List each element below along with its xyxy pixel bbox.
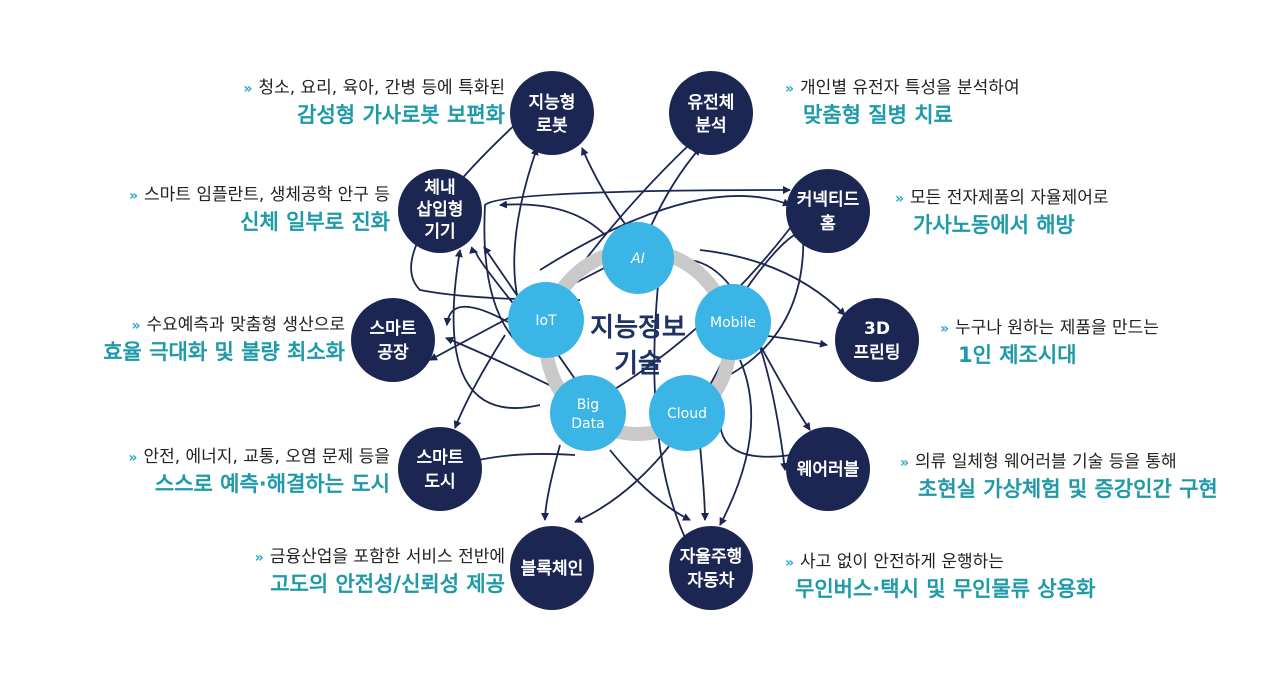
chevron-right-icon: » [895, 191, 905, 207]
chevron-right-icon: » [254, 550, 264, 566]
app-node-city: 스마트 도시 [398, 427, 482, 511]
app-car-line1: 자율주행 [680, 547, 743, 567]
app-city-line2: 도시 [424, 472, 455, 492]
app-node-genome: 유전체 분석 [669, 71, 753, 155]
chevron-right-icon: » [128, 450, 138, 466]
desc-car-main: 무인버스·택시 및 무인물류 상용화 [795, 577, 1096, 601]
desc-car-sub: 사고 없이 안전하게 운행하는 [800, 552, 1004, 572]
chevron-right-icon: » [243, 81, 253, 97]
desc-printing: » 누구나 원하는 제품을 만드는 1인 제조시대 [940, 316, 1159, 369]
desc-blockchain-main: 고도의 안전성/신뢰성 제공 [270, 572, 505, 596]
desc-printing-main: 1인 제조시대 [958, 343, 1077, 367]
app-implant-line2: 삽입형 [417, 199, 464, 220]
desc-factory-sub: 수요예측과 맞춤형 생산으로 [146, 315, 346, 335]
tech-label-bigdata-2: Data [571, 416, 604, 432]
app-node-factory: 스마트 공장 [351, 298, 435, 382]
app-home-line1: 커넥티드 [797, 190, 860, 210]
tech-node-ai: AI [602, 222, 674, 294]
desc-wearable: » 의류 일체형 웨어러블 기술 등을 통해 초현실 가상체험 및 증강인간 구현 [900, 450, 1218, 503]
app-home-line2: 홈 [820, 213, 836, 234]
tech-node-iot: IoT [508, 282, 584, 358]
app-wearable-line1: 웨어러블 [797, 460, 860, 480]
desc-factory-main: 효율 극대화 및 불량 최소화 [103, 340, 345, 364]
center-label-line2: 기술 [614, 349, 662, 379]
desc-genome-main: 맞춤형 질병 치료 [803, 103, 953, 127]
app-node-implant: 체내 삽입형 기기 [398, 169, 482, 253]
desc-wearable-main: 초현실 가상체험 및 증강인간 구현 [918, 477, 1218, 501]
app-city-line1: 스마트 [417, 448, 464, 468]
chevron-right-icon: » [900, 455, 910, 471]
app-node-car: 자율주행 자동차 [669, 526, 753, 610]
app-implant-line1: 체내 [424, 178, 455, 198]
desc-city-sub: 안전, 에너지, 교통, 오염 문제 등을 [143, 447, 390, 467]
app-blockchain-line1: 블록체인 [521, 559, 584, 579]
app-robot-line1: 지능형 [529, 92, 576, 113]
app-printing-line2: 프린팅 [854, 343, 901, 363]
app-node-home: 커넥티드 홈 [786, 169, 870, 253]
desc-implant-main: 신체 일부로 진화 [240, 210, 390, 234]
desc-factory: » 수요예측과 맞춤형 생산으로 효율 극대화 및 불량 최소화 [103, 313, 345, 366]
tech-label-bigdata-1: Big [577, 397, 599, 413]
desc-home-main: 가사노동에서 해방 [913, 213, 1075, 237]
desc-implant-sub: 스마트 임플란트, 생체공학 안구 등 [144, 185, 390, 205]
desc-home: » 모든 전자제품의 자율제어로 가사노동에서 해방 [895, 186, 1109, 239]
tech-label-cloud: Cloud [667, 406, 707, 422]
desc-blockchain: » 금융산업을 포함한 서비스 전반에 고도의 안전성/신뢰성 제공 [255, 545, 505, 598]
desc-genome-sub: 개인별 유전자 특성을 분석하여 [800, 78, 1020, 98]
tech-node-mobile: Mobile [695, 284, 771, 360]
app-genome-line1: 유전체 [688, 93, 735, 113]
tech-node-cloud: Cloud [649, 375, 725, 451]
app-node-blockchain: 블록체인 [510, 526, 594, 610]
desc-car: » 사고 없이 안전하게 운행하는 무인버스·택시 및 무인물류 상용화 [785, 550, 1095, 603]
desc-wearable-sub: 의류 일체형 웨어러블 기술 등을 통해 [915, 452, 1177, 472]
app-genome-line2: 분석 [695, 116, 726, 136]
chevron-right-icon: » [128, 188, 139, 204]
desc-implant: » 스마트 임플란트, 생체공학 안구 등 신체 일부로 진화 [129, 183, 390, 236]
app-implant-line3: 기기 [424, 222, 455, 242]
chevron-right-icon: » [785, 555, 795, 571]
tech-label-iot: IoT [535, 313, 557, 329]
desc-robot-sub: 청소, 요리, 육아, 간병 등에 특화된 [258, 78, 505, 98]
app-robot-line2: 로봇 [536, 116, 568, 136]
desc-robot-main: 감성형 가사로봇 보편화 [297, 103, 505, 127]
app-car-line2: 자동차 [688, 571, 735, 591]
desc-genome: » 개인별 유전자 특성을 분석하여 맞춤형 질병 치료 [785, 76, 1020, 129]
app-node-printing: 3D 프린팅 [835, 298, 919, 382]
tech-label-ai: AI [630, 251, 645, 267]
desc-printing-sub: 누구나 원하는 제품을 만드는 [955, 318, 1159, 338]
chevron-right-icon: » [940, 321, 950, 337]
app-printing-line1: 3D [864, 319, 890, 339]
tech-label-mobile: Mobile [710, 315, 756, 331]
tech-node-bigdata: Big Data [550, 375, 626, 451]
desc-city: » 안전, 에너지, 교통, 오염 문제 등을 스스로 예측·해결하는 도시 [128, 445, 390, 498]
chevron-right-icon: » [131, 318, 141, 334]
app-factory-line1: 스마트 [370, 319, 417, 339]
desc-blockchain-sub: 금융산업을 포함한 서비스 전반에 [269, 547, 505, 567]
desc-robot: » 청소, 요리, 육아, 간병 등에 특화된 감성형 가사로봇 보편화 [243, 76, 505, 129]
desc-city-main: 스스로 예측·해결하는 도시 [154, 472, 390, 496]
desc-home-sub: 모든 전자제품의 자율제어로 [910, 188, 1109, 208]
center-label-line1: 지능정보 [590, 313, 686, 343]
chevron-right-icon: » [785, 81, 795, 97]
app-node-robot: 지능형 로봇 [510, 71, 594, 155]
app-node-wearable: 웨어러블 [786, 427, 870, 511]
app-factory-line2: 공장 [377, 343, 409, 363]
